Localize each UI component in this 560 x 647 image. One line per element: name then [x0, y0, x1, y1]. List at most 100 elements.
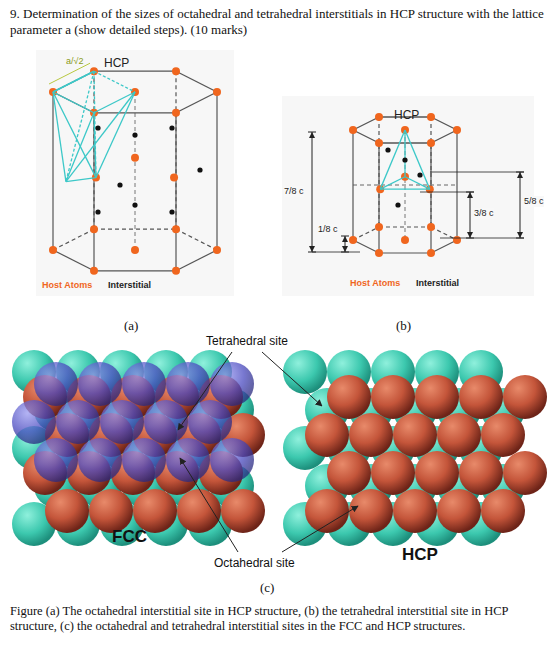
cell-edge: [53, 229, 94, 250]
host-atom: [90, 267, 98, 275]
cell-edge: [53, 250, 94, 271]
cell-edge: [94, 71, 96, 177]
host-atom: [375, 139, 383, 147]
site-label: Tetrahedral site: [206, 334, 288, 348]
atom-sphere: [166, 362, 210, 406]
dim-arrow: [342, 246, 348, 252]
interstitial-site: [169, 209, 174, 214]
host-atom: [213, 246, 221, 254]
figure-heading: HCP: [394, 108, 419, 122]
cell-edge: [431, 240, 457, 253]
cell-edge: [353, 227, 379, 240]
atom-sphere: [481, 413, 525, 457]
host-atom: [453, 126, 461, 134]
host-atom: [427, 139, 435, 147]
leader-line: [262, 352, 322, 406]
panel-a: [36, 50, 234, 296]
cell-edge: [49, 63, 90, 84]
cell-edge: [94, 92, 135, 113]
cell-edge: [353, 240, 379, 253]
atom-sphere: [177, 489, 221, 533]
cell-edge: [430, 172, 524, 173]
host-atom: [49, 246, 57, 254]
atom-sphere: [371, 451, 415, 495]
dim-arrow: [309, 246, 315, 252]
atom-sphere: [415, 451, 459, 495]
host-atom: [375, 249, 383, 257]
atom-sphere: [437, 413, 481, 457]
cell-edge: [176, 250, 217, 271]
cell-edge: [53, 71, 94, 92]
cell-edge: [405, 130, 430, 189]
cell-edge: [312, 252, 360, 253]
cell-edge: [52, 92, 53, 250]
cell-edge: [379, 252, 431, 253]
atom-sphere: [437, 489, 481, 533]
atom-sphere: [210, 438, 254, 482]
atom-sphere: [122, 362, 166, 406]
host-atom: [349, 126, 357, 134]
atom-sphere: [503, 451, 547, 495]
host-atom: [427, 249, 435, 257]
cell-edge: [405, 177, 430, 189]
cell-edge: [53, 92, 94, 113]
cell-edge: [176, 71, 217, 92]
structure-label: FCC: [112, 527, 147, 547]
atom-sphere: [100, 400, 144, 444]
cell-edge: [93, 71, 94, 229]
host-atom: [131, 154, 139, 162]
dimension-label: 3/8 c: [474, 208, 494, 219]
cell-edge: [378, 117, 379, 227]
host-atom: [401, 236, 409, 244]
atom-sphere: [221, 489, 265, 533]
atom-sphere: [349, 489, 393, 533]
cell-edge: [520, 172, 521, 238]
atom-sphere: [415, 375, 459, 419]
cell-edge: [404, 130, 405, 177]
cell-edge: [312, 132, 313, 252]
leader-line: [282, 506, 358, 552]
atom-sphere: [327, 375, 371, 419]
atom-sphere: [393, 489, 437, 533]
cell-edge: [420, 192, 474, 193]
interstitial-site: [385, 147, 390, 152]
subfigure-label: (a): [124, 318, 138, 334]
host-atom: [90, 225, 98, 233]
legend-text: Host Atoms: [350, 278, 400, 289]
cell-edge: [53, 71, 94, 92]
interstitial-site: [95, 125, 100, 130]
atom-sphere: [210, 362, 254, 406]
cell-edge: [379, 226, 431, 227]
atom-sphere: [89, 489, 133, 533]
cell-edge: [440, 238, 524, 239]
cell-edge: [431, 117, 457, 130]
cell-edge: [66, 71, 94, 181]
cell-edge: [380, 188, 430, 189]
host-atom: [453, 236, 461, 244]
dim-arrow: [309, 132, 315, 138]
cell-edge: [176, 92, 217, 113]
leader-lines: [178, 352, 358, 552]
atom-sphere: [283, 350, 327, 394]
atom-sphere: [78, 438, 122, 482]
question-title: 9. Determination of the sizes of octahed…: [10, 6, 550, 37]
dimension-label: 5/8 c: [524, 196, 544, 207]
figure-heading: HCP: [104, 56, 129, 70]
interstitial-site: [132, 202, 137, 207]
host-atom: [213, 88, 221, 96]
leader-line: [178, 352, 232, 430]
sphere-packing: [12, 350, 547, 546]
atom-sphere: [305, 489, 349, 533]
cell-edge: [53, 92, 66, 182]
atom-sphere: [78, 362, 122, 406]
structure-label: HCP: [402, 545, 438, 565]
cell-edge: [94, 71, 135, 92]
dim-arrow: [517, 172, 523, 178]
atom-sphere: [45, 489, 89, 533]
host-atom: [375, 113, 383, 121]
atom-sphere: [459, 451, 503, 495]
legend-text: Host Atoms: [42, 280, 92, 291]
cell-edge: [66, 178, 96, 182]
cell-edge: [66, 92, 135, 182]
interstitial-site: [95, 209, 100, 214]
